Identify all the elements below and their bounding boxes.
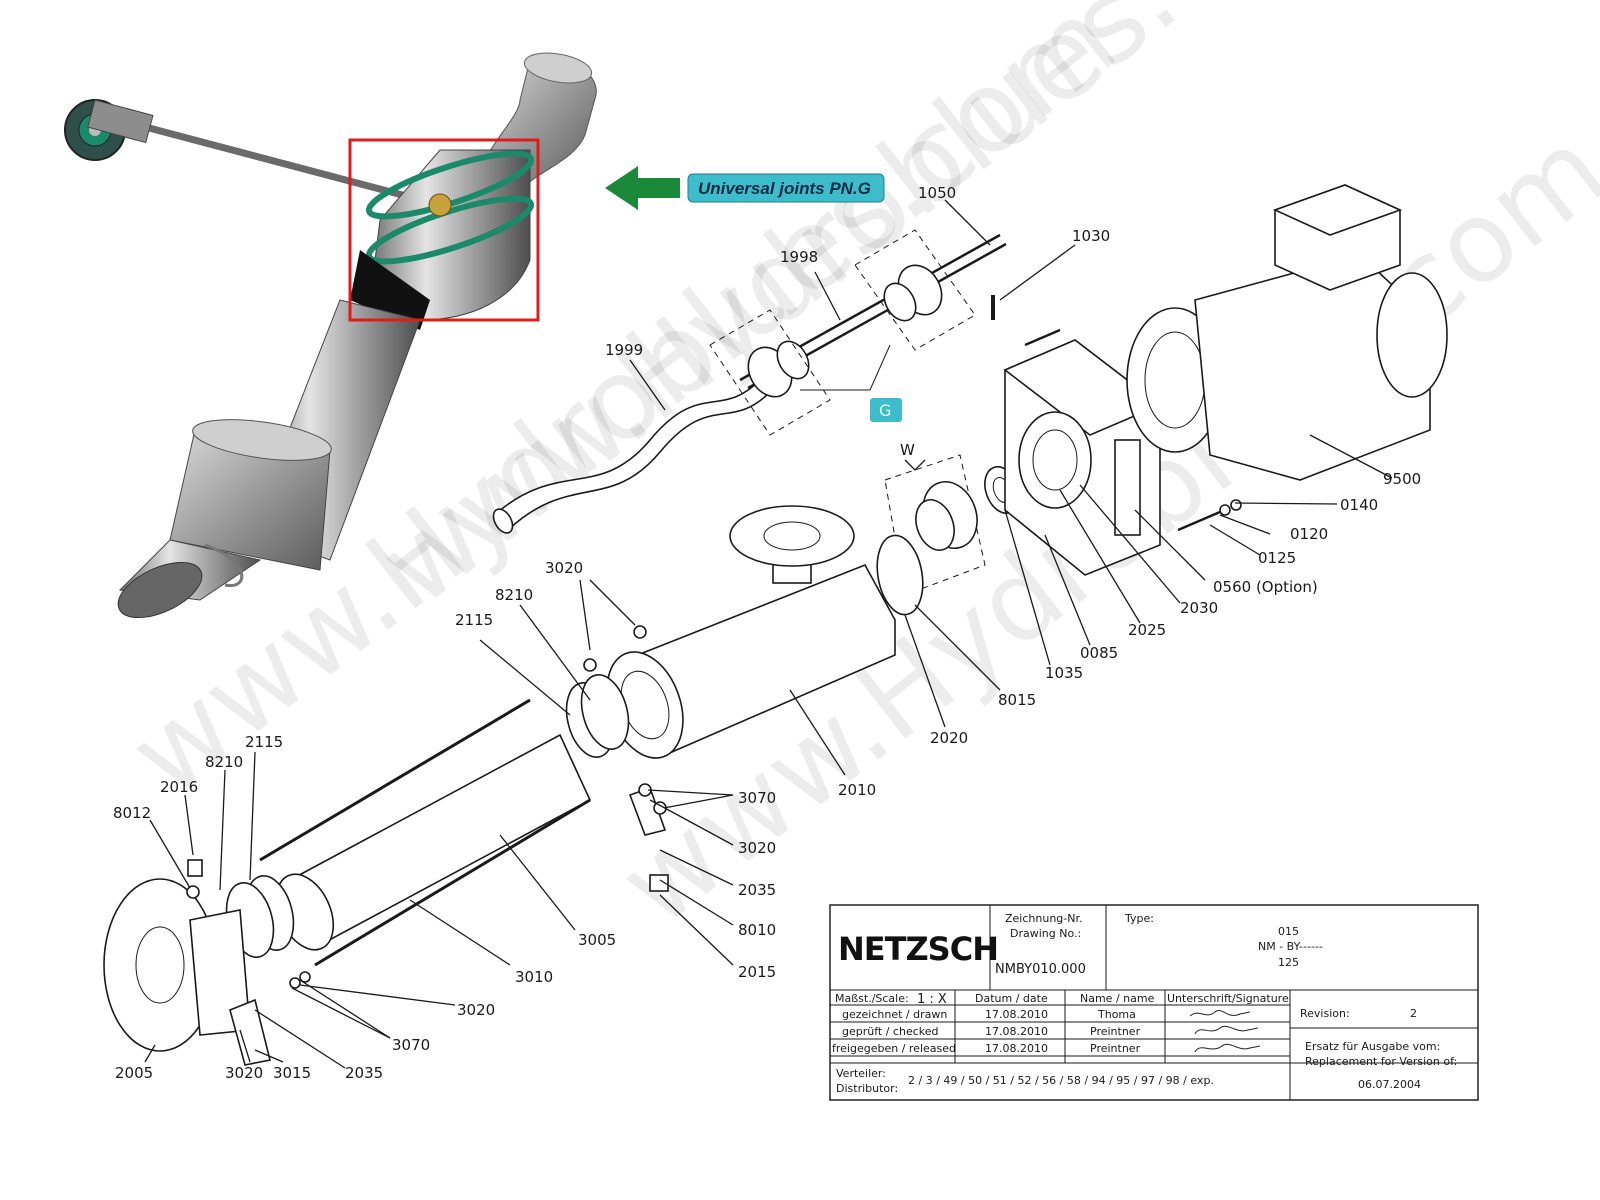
part-label: 2035 bbox=[345, 1064, 383, 1082]
replacement-label-en: Replacement for Version of: bbox=[1305, 1055, 1457, 1068]
part-label: 3005 bbox=[578, 931, 616, 949]
part-label: 0085 bbox=[1080, 644, 1118, 662]
drawing-number: NMBY010.000 bbox=[995, 962, 1086, 977]
part-label: 0125 bbox=[1258, 549, 1296, 567]
scale-label: Maßst./Scale: bbox=[835, 992, 909, 1005]
stator-and-casing-drawing bbox=[103, 505, 924, 1066]
netzsch-logo: NETZSCH bbox=[838, 930, 998, 968]
part-label: 1050 bbox=[918, 184, 956, 202]
type-label: Type: bbox=[1124, 912, 1154, 925]
part-label: 2035 bbox=[738, 881, 776, 899]
replacement-date: 06.07.2004 bbox=[1358, 1078, 1421, 1091]
row-released-date: 17.08.2010 bbox=[985, 1042, 1048, 1055]
part-label: 3070 bbox=[392, 1036, 430, 1054]
highlight-box bbox=[348, 138, 540, 322]
part-label: 0140 bbox=[1340, 496, 1378, 514]
row-drawn-date: 17.08.2010 bbox=[985, 1008, 1048, 1021]
part-label: 8012 bbox=[113, 804, 151, 822]
row-drawn-label: gezeichnet / drawn bbox=[842, 1008, 947, 1021]
part-label: 8010 bbox=[738, 921, 776, 939]
part-label: 3020 bbox=[457, 1001, 495, 1019]
g-marker-label: G bbox=[879, 401, 891, 420]
part-label: 9500 bbox=[1383, 470, 1421, 488]
row-checked-name: Preintner bbox=[1090, 1025, 1141, 1038]
part-label: 1998 bbox=[780, 248, 818, 266]
part-label: 2005 bbox=[115, 1064, 153, 1082]
part-label: 8015 bbox=[998, 691, 1036, 709]
callout-label: Universal joints PN.G bbox=[698, 179, 871, 198]
part-label: 8210 bbox=[495, 586, 533, 604]
type-line-1: 015 bbox=[1278, 925, 1299, 938]
part-label: 2030 bbox=[1180, 599, 1218, 617]
distributor-label-de: Verteiler: bbox=[836, 1067, 886, 1080]
date-header: Datum / date bbox=[975, 992, 1048, 1005]
revision-label: Revision: bbox=[1300, 1007, 1350, 1020]
type-line-3: 125 bbox=[1278, 956, 1299, 969]
distributor-label-en: Distributor: bbox=[836, 1082, 898, 1095]
distributor-list: 2 / 3 / 49 / 50 / 51 / 52 / 56 / 58 / 94… bbox=[908, 1074, 1214, 1087]
part-label: 2010 bbox=[838, 781, 876, 799]
row-released-label: freigegeben / released bbox=[832, 1042, 956, 1055]
part-label: 1035 bbox=[1045, 664, 1083, 682]
part-label: 8210 bbox=[205, 753, 243, 771]
part-label: 0560 (Option) bbox=[1213, 578, 1318, 596]
part-label: 1999 bbox=[605, 341, 643, 359]
part-label: 2115 bbox=[245, 733, 283, 751]
part-label: 3020 bbox=[738, 839, 776, 857]
part-label: 2115 bbox=[455, 611, 493, 629]
seal-housing-drawing bbox=[884, 184, 1448, 596]
row-drawn-name: Thoma bbox=[1097, 1008, 1136, 1021]
g-marker: G bbox=[870, 398, 902, 422]
part-label: 0120 bbox=[1290, 525, 1328, 543]
part-label: 3010 bbox=[515, 968, 553, 986]
revision-value: 2 bbox=[1410, 1007, 1417, 1020]
part-label: 3070 bbox=[738, 789, 776, 807]
leader-lines bbox=[144, 199, 1393, 1069]
part-label: 2016 bbox=[160, 778, 198, 796]
rotor-photo bbox=[64, 52, 597, 619]
part-label: W bbox=[900, 441, 915, 459]
part-label: 3020 bbox=[545, 559, 583, 577]
drawing-no-label-en: Drawing No.: bbox=[1010, 927, 1081, 940]
row-checked-label: geprüft / checked bbox=[842, 1025, 938, 1038]
part-label: 2015 bbox=[738, 963, 776, 981]
row-released-name: Preintner bbox=[1090, 1042, 1141, 1055]
part-label: 2025 bbox=[1128, 621, 1166, 639]
part-labels: 1050 1030 1998 1999 W 9500 0140 0120 012… bbox=[113, 184, 1421, 1082]
part-label: 2020 bbox=[930, 729, 968, 747]
part-label: 3020 bbox=[225, 1064, 263, 1082]
title-block: NETZSCH Zeichnung-Nr. Drawing No.: NMBY0… bbox=[829, 904, 1479, 1101]
replacement-label-de: Ersatz für Ausgabe vom: bbox=[1305, 1040, 1440, 1053]
callout-badge: Universal joints PN.G bbox=[687, 173, 885, 203]
drawing-no-label-de: Zeichnung-Nr. bbox=[1005, 912, 1082, 925]
signatures bbox=[1189, 1010, 1261, 1053]
row-checked-date: 17.08.2010 bbox=[985, 1025, 1048, 1038]
type-line-2: NM - BY------ bbox=[1258, 940, 1323, 953]
scale-value: 1 : X bbox=[917, 992, 947, 1007]
callout-arrow bbox=[605, 166, 680, 210]
part-label: 1030 bbox=[1072, 227, 1110, 245]
signature-header: Unterschrift/Signature bbox=[1167, 992, 1289, 1005]
rotor-and-shaft-drawing bbox=[492, 229, 1007, 534]
part-label: 3015 bbox=[273, 1064, 311, 1082]
name-header: Name / name bbox=[1080, 992, 1155, 1005]
